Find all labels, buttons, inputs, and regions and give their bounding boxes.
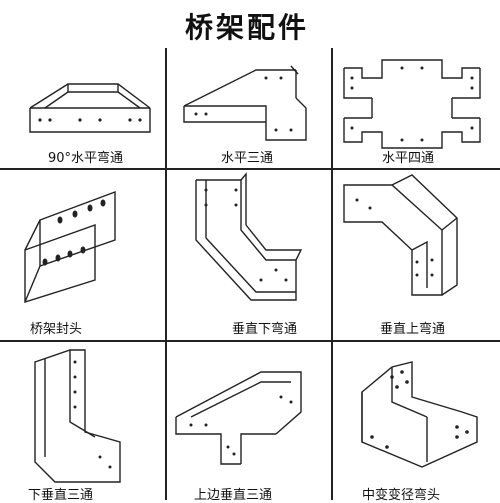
horizontal-cross-drawing: [343, 59, 481, 149]
fitting-horizontal-cross: 水平四通: [332, 48, 500, 168]
fitting-label: 水平三通: [221, 151, 274, 166]
vertical-up-elbow-drawing: [343, 174, 458, 296]
fitting-label: 垂直下弯通: [232, 322, 298, 337]
fitting-horizontal-tee: 水平三通: [166, 48, 331, 168]
elbow-90-drawing: [29, 83, 151, 133]
fitting-label: 桥架封头: [30, 322, 83, 337]
fitting-reducer-elbow: 中变变径弯头: [332, 342, 500, 503]
fitting-down-vertical-tee: 下垂直三通: [0, 342, 165, 503]
horizontal-tee-drawing: [183, 65, 307, 141]
fitting-label: 垂直上弯通: [380, 322, 446, 337]
grid-divider: [165, 48, 167, 500]
fitting-tray-end-cap: 桥架封头: [0, 170, 165, 340]
vertical-down-elbow-drawing: [195, 172, 303, 301]
fitting-up-vertical-tee: 上边垂直三通: [166, 342, 331, 503]
up-vertical-tee-drawing: [175, 371, 302, 465]
fitting-label: 中变变径弯头: [362, 488, 441, 503]
fitting-vertical-up-elbow: 垂直上弯通: [332, 170, 500, 340]
watermark-text: 搜狐号@富正电气桥架线管: [5, 9, 150, 23]
fitting-label: 90°水平弯通: [48, 151, 124, 166]
grid-divider: [0, 168, 500, 170]
grid-divider: [0, 340, 500, 342]
reducer-elbow-drawing: [361, 361, 478, 468]
end-cap-drawing: [24, 190, 116, 303]
fitting-label: 上边垂直三通: [194, 488, 273, 503]
fitting-label: 水平四通: [382, 151, 435, 166]
page-title: 桥架配件: [185, 11, 310, 44]
down-vertical-tee-drawing: [34, 349, 121, 483]
fitting-90-horizontal-elbow: 90°水平弯通: [0, 48, 165, 168]
fitting-vertical-down-elbow: 垂直下弯通: [166, 170, 331, 340]
grid-divider: [331, 48, 333, 500]
fitting-label: 下垂直三通: [28, 488, 94, 503]
